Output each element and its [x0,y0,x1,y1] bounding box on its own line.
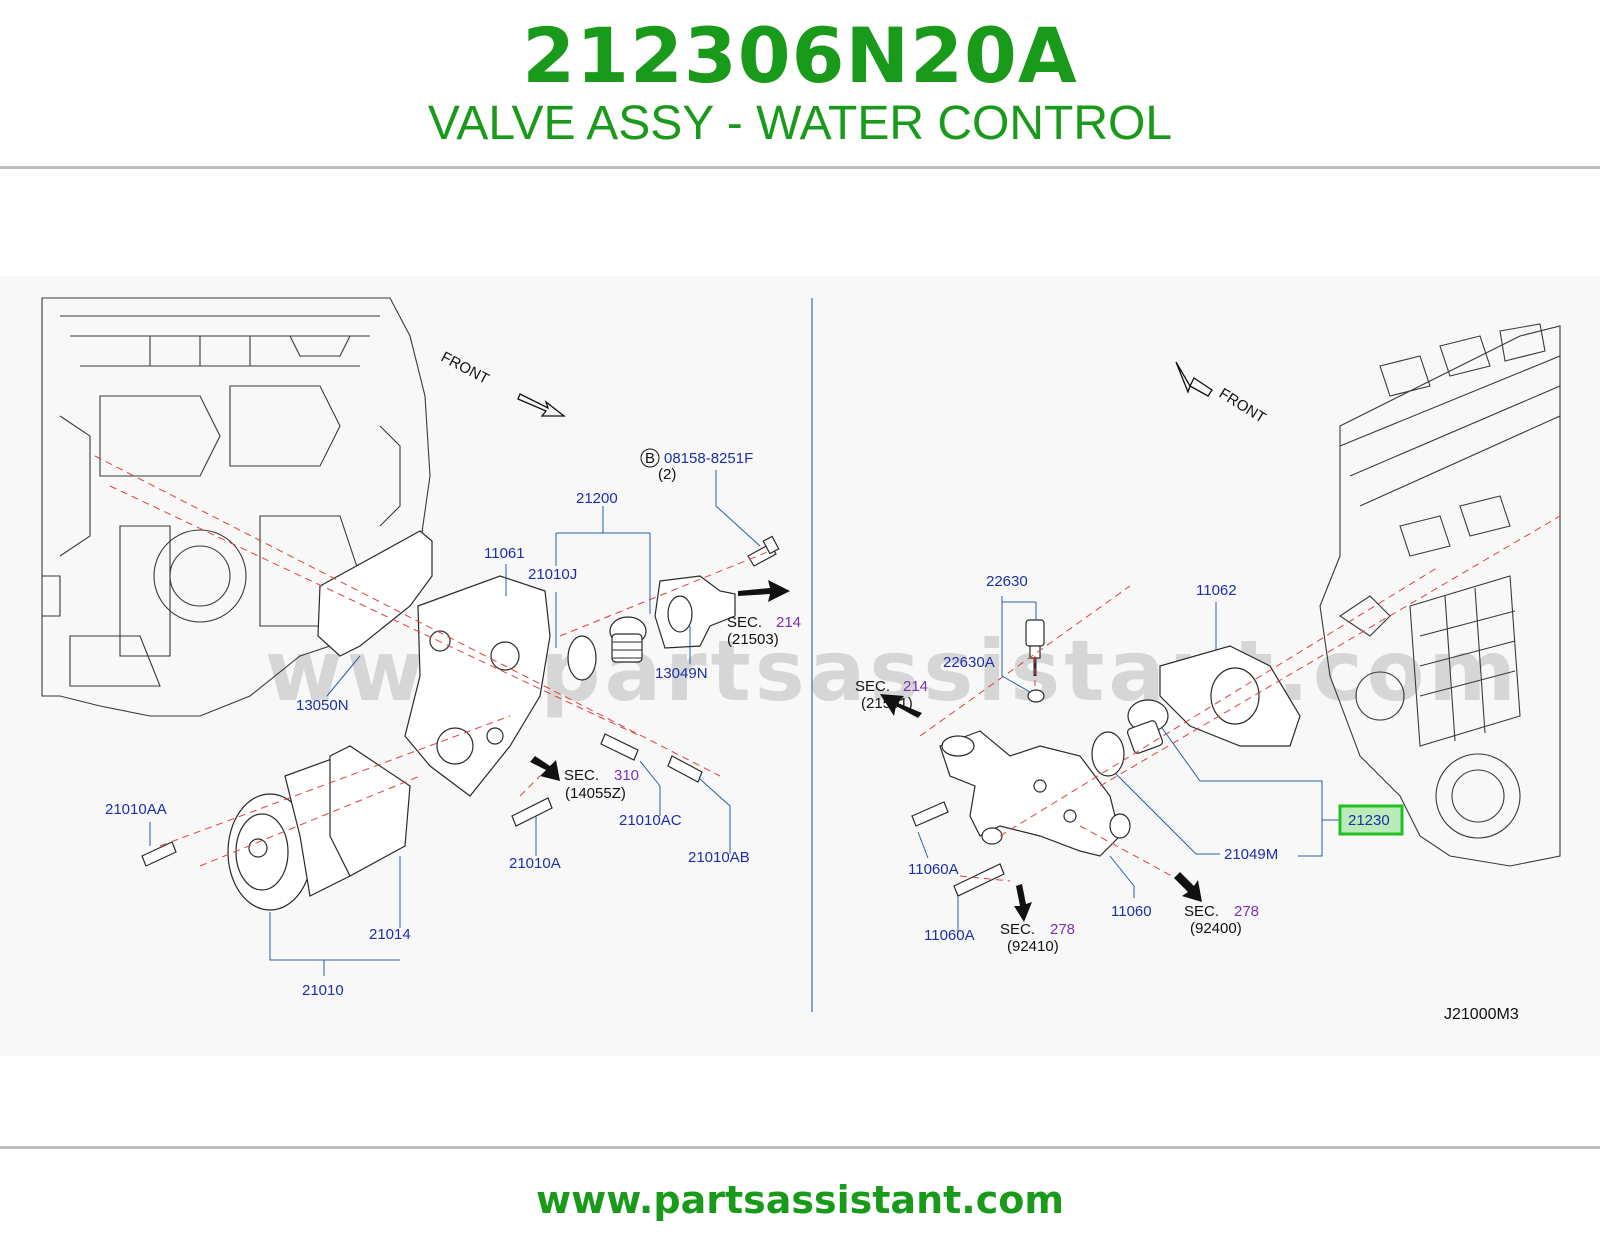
o-ring-21010j-shape [567,635,597,681]
bolt-21010ab-shape [667,755,703,783]
label-11060a-lower[interactable]: 11060A [924,927,975,944]
right-engine-block-drawing [1319,323,1561,867]
sec-310-ref: (14055Z) [565,785,626,802]
parts-diagram: www.partsassistant.com [0,276,1600,1056]
arrow-to-sec-278-left [1014,884,1032,922]
label-21010a[interactable]: 21010A [509,855,561,872]
gasket-13050n-shape [317,530,433,657]
sec-278-left-number[interactable]: 278 [1050,921,1075,938]
label-21200[interactable]: 21200 [576,490,618,507]
sec-278-left-ref: (92410) [1007,938,1059,955]
arrow-to-sec-214-left [738,580,790,602]
sec-278-right-word: SEC. [1184,903,1219,920]
right-assembly-lines [919,515,1561,887]
front-indicator-left: FRONT [438,349,566,417]
label-21230[interactable]: 21230 [1348,812,1390,829]
water-outlet-13049n-shape [654,575,736,649]
label-22630a[interactable]: 22630A [943,654,995,671]
label-21010[interactable]: 21010 [302,982,344,999]
bolt-21010a-shape [511,797,553,827]
arrow-to-sec-214-right [880,694,922,718]
label-08158-8251f[interactable]: 08158-8251F [664,450,753,467]
label-21014[interactable]: 21014 [369,926,411,943]
label-22630[interactable]: 22630 [986,573,1028,590]
sec-278-right-ref: (92400) [1190,920,1242,937]
b-marker-letter: B [645,450,655,467]
footer-divider [0,1146,1600,1149]
sec-310-number[interactable]: 310 [614,767,639,784]
sec-214-left-ref: (21503) [727,631,779,648]
sec-278-left-word: SEC. [1000,921,1035,938]
page-header: 212306N20A VALVE ASSY - WATER CONTROL [0,0,1600,168]
part-title: VALVE ASSY - WATER CONTROL [427,97,1173,150]
label-11061[interactable]: 11061 [484,545,525,562]
arrow-to-sec-310 [530,756,560,781]
label-21010aa[interactable]: 21010AA [105,801,167,818]
drawing-code: J21000M3 [1444,1006,1519,1023]
front-label-right: FRONT [1216,385,1269,427]
sec-278-right-number[interactable]: 278 [1234,903,1259,920]
left-assembly-lines [94,455,771,867]
thermostat-21200-shape [609,616,647,663]
sec-214-left-word: SEC. [727,614,762,631]
front-indicator-right: FRONT [1175,361,1269,427]
label-11062[interactable]: 11062 [1196,582,1237,599]
valve-assy-21230-housing-shape [939,730,1131,857]
bolt-11060a-lower-shape [953,863,1005,897]
sec-214-right-word: SEC. [855,678,890,695]
b-marker: B [640,448,660,468]
label-21010j[interactable]: 21010J [528,566,577,583]
front-label-left: FRONT [438,349,492,388]
label-11060[interactable]: 11060 [1111,903,1152,920]
bolt-21010aa-shape [141,841,177,867]
label-bolt-qty: (2) [658,466,676,483]
sec-310-word: SEC. [564,767,599,784]
footer-url-link[interactable]: www.partsassistant.com [536,1178,1064,1222]
bolt-11060a-upper-shape [911,801,949,827]
label-11060a-upper[interactable]: 11060A [908,861,959,878]
label-13049n[interactable]: 13049N [655,665,708,682]
label-21049m[interactable]: 21049M [1224,846,1278,863]
label-21010ac[interactable]: 21010AC [619,812,682,829]
part-number: 212306N20A [522,11,1078,100]
right-leader-lines [917,596,1340,934]
label-13050n[interactable]: 13050N [296,697,349,714]
diagram-canvas: www.partsassistant.com [41,297,1561,1023]
thermostat-right-shape [1126,699,1169,754]
left-leader-lines [149,470,761,976]
bolt-08158-8251f-shape [747,535,780,567]
gasket-21014-shape [329,745,411,877]
highlight-box-21230 [1338,804,1404,836]
bolt-21010ac-shape [600,733,639,761]
water-inlet-housing-11061-shape [404,575,551,797]
sec-214-left-number[interactable]: 214 [776,614,801,631]
arrow-to-sec-278-right [1174,872,1202,902]
washer-22630a-shape [1027,689,1045,703]
sec-214-right-ref: (21501) [861,695,913,712]
header-divider [0,166,1600,169]
sec-214-right-number[interactable]: 214 [903,678,928,695]
label-21010ab[interactable]: 21010AB [688,849,750,866]
